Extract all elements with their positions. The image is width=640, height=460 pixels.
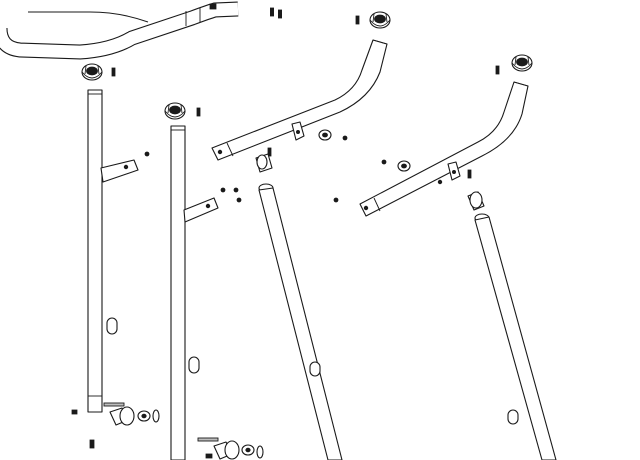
left-front-upright-tube bbox=[81, 63, 150, 413]
bushing bbox=[106, 317, 118, 335]
knob-icon bbox=[164, 102, 186, 120]
mounting-tab bbox=[100, 159, 139, 183]
bolt-icon bbox=[89, 439, 95, 449]
knob-icon bbox=[369, 11, 391, 29]
bolt-icon bbox=[111, 67, 116, 77]
washer-icon bbox=[241, 444, 255, 456]
mounting-tab bbox=[183, 197, 219, 223]
bolt-icon bbox=[495, 65, 500, 75]
bolt-icon bbox=[355, 15, 360, 25]
bottom-left-hardware bbox=[71, 402, 264, 460]
knob-icon bbox=[81, 63, 103, 81]
right-curved-arm bbox=[359, 54, 533, 217]
knob-icon bbox=[511, 54, 533, 72]
center-curved-arm bbox=[211, 11, 391, 161]
bolt-icon bbox=[267, 147, 272, 157]
top-handlebar bbox=[0, 1, 239, 60]
bushing bbox=[507, 409, 519, 425]
bushing bbox=[188, 356, 200, 374]
bolt-icon bbox=[467, 169, 472, 179]
left-rear-upright-tube bbox=[164, 102, 242, 460]
washer-icon bbox=[137, 410, 151, 422]
handlebar-bolt-top bbox=[269, 7, 283, 19]
bolt-icon bbox=[196, 107, 201, 117]
bushing bbox=[309, 361, 321, 377]
center-long-leg-tube bbox=[233, 153, 343, 460]
right-long-leg-tube bbox=[333, 191, 557, 460]
